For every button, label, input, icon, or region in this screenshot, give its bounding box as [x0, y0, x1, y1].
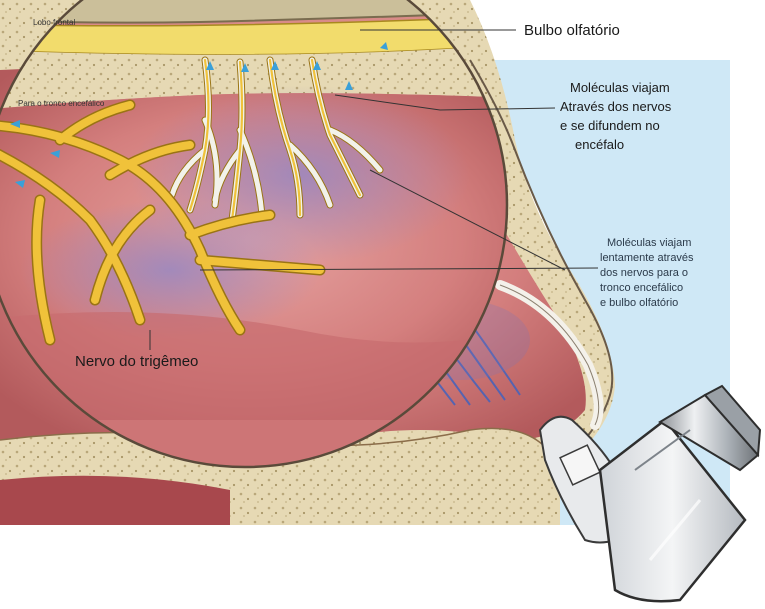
- label-moleculas-viajam-3: e se difundem no: [560, 118, 660, 133]
- label-moleculas-viajam-4: encéfalo: [575, 137, 624, 152]
- label-lentamente-1: Moléculas viajam: [607, 237, 691, 249]
- label-lentamente-5: e bulbo olfatório: [600, 297, 678, 309]
- label-lentamente-2: lentamente através: [600, 252, 694, 264]
- label-lentamente-3: dos nervos para o: [600, 267, 688, 279]
- label-moleculas-viajam-2: Através dos nervos: [560, 99, 672, 114]
- label-para-tronco: Para o tronco encefálico: [18, 99, 105, 108]
- label-lentamente-4: tronco encefálico: [600, 282, 683, 294]
- label-nervo-trigemeo: Nervo do trigêmeo: [75, 353, 198, 370]
- label-bulbo-olfatorio: Bulbo olfatório: [524, 22, 620, 39]
- label-lobo-frontal: Lobo frontal: [33, 18, 75, 27]
- label-moleculas-viajam-1: Moléculas viajam: [570, 80, 670, 95]
